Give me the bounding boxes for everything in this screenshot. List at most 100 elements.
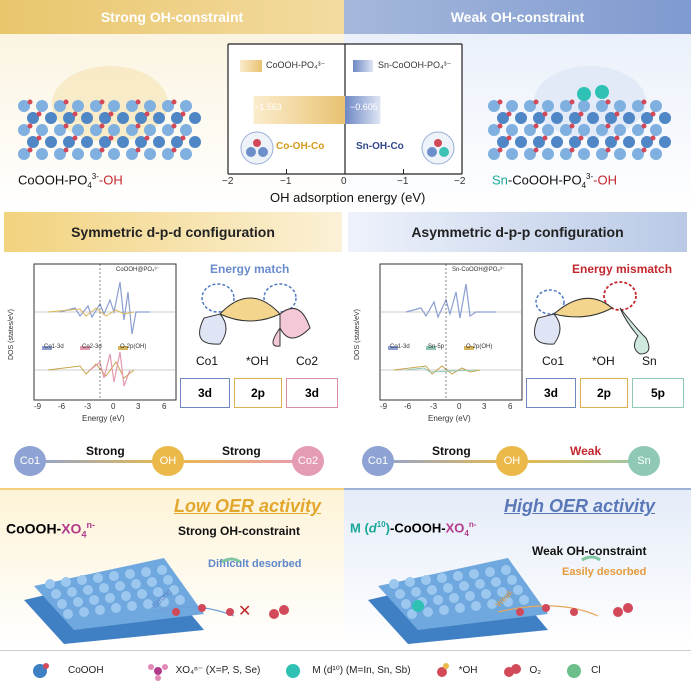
xo4-icon xyxy=(147,663,168,681)
legend-right-label: Sn-CoOOH-PO₄³⁻ xyxy=(378,60,452,70)
orb-right-sn: Sn xyxy=(642,354,657,368)
lattice-atom xyxy=(632,100,644,112)
tick-label: 6 xyxy=(508,402,513,411)
lattice-atom xyxy=(497,136,509,148)
surface-atom xyxy=(459,581,469,591)
orbital-diagram-left xyxy=(199,283,311,347)
surface-left: ✕ xyxy=(24,557,289,644)
surface-atom xyxy=(503,597,513,607)
oxygen-atom xyxy=(497,123,503,129)
cl-icon xyxy=(567,663,582,678)
box-5p-right: 5p xyxy=(632,378,684,408)
lattice-atom xyxy=(81,112,93,124)
surface-atom xyxy=(455,603,465,613)
oxygen-atom xyxy=(36,135,42,141)
lattice-atom xyxy=(108,124,120,136)
energy-mismatch-title: Energy mismatch xyxy=(572,262,673,276)
oxygen-atom xyxy=(569,99,575,105)
surface-atom xyxy=(51,589,61,599)
surface-atom xyxy=(163,575,173,585)
bar-sn-cooooh-po4 xyxy=(345,96,381,124)
lattice-atom xyxy=(54,124,66,136)
orb-right-oh: *OH xyxy=(592,354,615,368)
surface-atom xyxy=(449,593,459,603)
legend-swatch-right xyxy=(353,60,373,72)
lattice-atom xyxy=(596,124,608,136)
lattice-atom xyxy=(18,100,30,112)
oxygen-atom xyxy=(497,99,503,105)
surface-atom xyxy=(143,599,153,609)
lattice-atom xyxy=(63,136,75,148)
surface-atom xyxy=(109,571,119,581)
lattice-atom xyxy=(659,112,671,124)
lattice-atom xyxy=(614,148,626,160)
lattice-atom xyxy=(542,100,554,112)
strong-constraint-label: Strong OH-constraint xyxy=(178,524,300,538)
lattice-atom xyxy=(63,112,75,124)
lattice-atom xyxy=(36,100,48,112)
oxygen-atom xyxy=(641,123,647,129)
o2-icon xyxy=(504,663,522,677)
oxygen-atom xyxy=(99,147,105,153)
crystal-structure-left xyxy=(18,66,201,160)
lattice-atom xyxy=(153,112,165,124)
lattice-atom xyxy=(560,100,572,112)
lattice-atom xyxy=(18,124,30,136)
crystal-structure-right xyxy=(488,66,671,160)
section-asymmetric: Asymmetric d-p-p configuration xyxy=(348,212,687,252)
surface-atom xyxy=(421,575,431,585)
lattice-atom xyxy=(135,136,147,148)
section-symmetric: Symmetric d-p-d configuration xyxy=(4,212,342,252)
oxygen-atom xyxy=(144,135,150,141)
surface-atom xyxy=(423,607,433,617)
lattice-atom xyxy=(45,136,57,148)
lattice-atom xyxy=(162,148,174,160)
chain-node-co1-right: Co1 xyxy=(362,446,394,476)
oxygen-atom xyxy=(144,111,150,117)
oxygen-atom xyxy=(578,135,584,141)
chain-node-co1-left: Co1 xyxy=(14,446,46,476)
lattice-atom xyxy=(54,100,66,112)
difficult-desorbed: Difficult desorbed xyxy=(208,558,302,570)
surface-atom xyxy=(405,577,415,587)
lattice-atom xyxy=(144,148,156,160)
lattice-atom xyxy=(524,124,536,136)
lattice-atom xyxy=(605,136,617,148)
dos-plot-right xyxy=(379,263,523,401)
header-strong-oh: Strong OH-constraint xyxy=(0,0,344,34)
lattice-atom xyxy=(153,136,165,148)
lattice-atom xyxy=(596,148,608,160)
surface-atom xyxy=(159,597,169,607)
lattice-atom xyxy=(108,148,120,160)
legend-left-label: CoOOH-PO₄³⁻ xyxy=(266,60,326,70)
lattice-atom xyxy=(614,124,626,136)
surface-atom xyxy=(443,583,453,593)
lattice-atom xyxy=(189,136,201,148)
surface-atom xyxy=(411,587,421,597)
lattice-atom xyxy=(506,124,518,136)
lattice-atom xyxy=(162,124,174,136)
surface-atom xyxy=(127,601,137,611)
surface-atom xyxy=(137,589,147,599)
dos-right-legend-1: Sn-5p xyxy=(428,344,445,350)
energy-match-title: Energy match xyxy=(210,262,290,276)
surface-atom xyxy=(427,585,437,595)
lattice-atom xyxy=(108,100,120,112)
box-2p-left: 2p xyxy=(234,378,282,408)
lattice-atom xyxy=(578,100,590,112)
lattice-atom xyxy=(659,136,671,148)
box-2p-right: 2p xyxy=(580,378,628,408)
lattice-atom xyxy=(126,100,138,112)
oxygen-atom xyxy=(63,147,69,153)
legend-label-1: XO₄ⁿ⁻ (X=P, S, Se) xyxy=(175,665,261,676)
oxygen-atom xyxy=(180,111,186,117)
oxygen-atom xyxy=(641,99,647,105)
tick-label: −1 xyxy=(397,176,409,187)
oxygen-atom xyxy=(497,147,503,153)
surface-atom xyxy=(497,587,507,597)
surface-atom xyxy=(407,609,417,619)
lattice-atom xyxy=(81,136,93,148)
value-left: −1.563 xyxy=(254,102,282,112)
surface-atom xyxy=(67,587,77,597)
surface-atom xyxy=(469,569,479,579)
